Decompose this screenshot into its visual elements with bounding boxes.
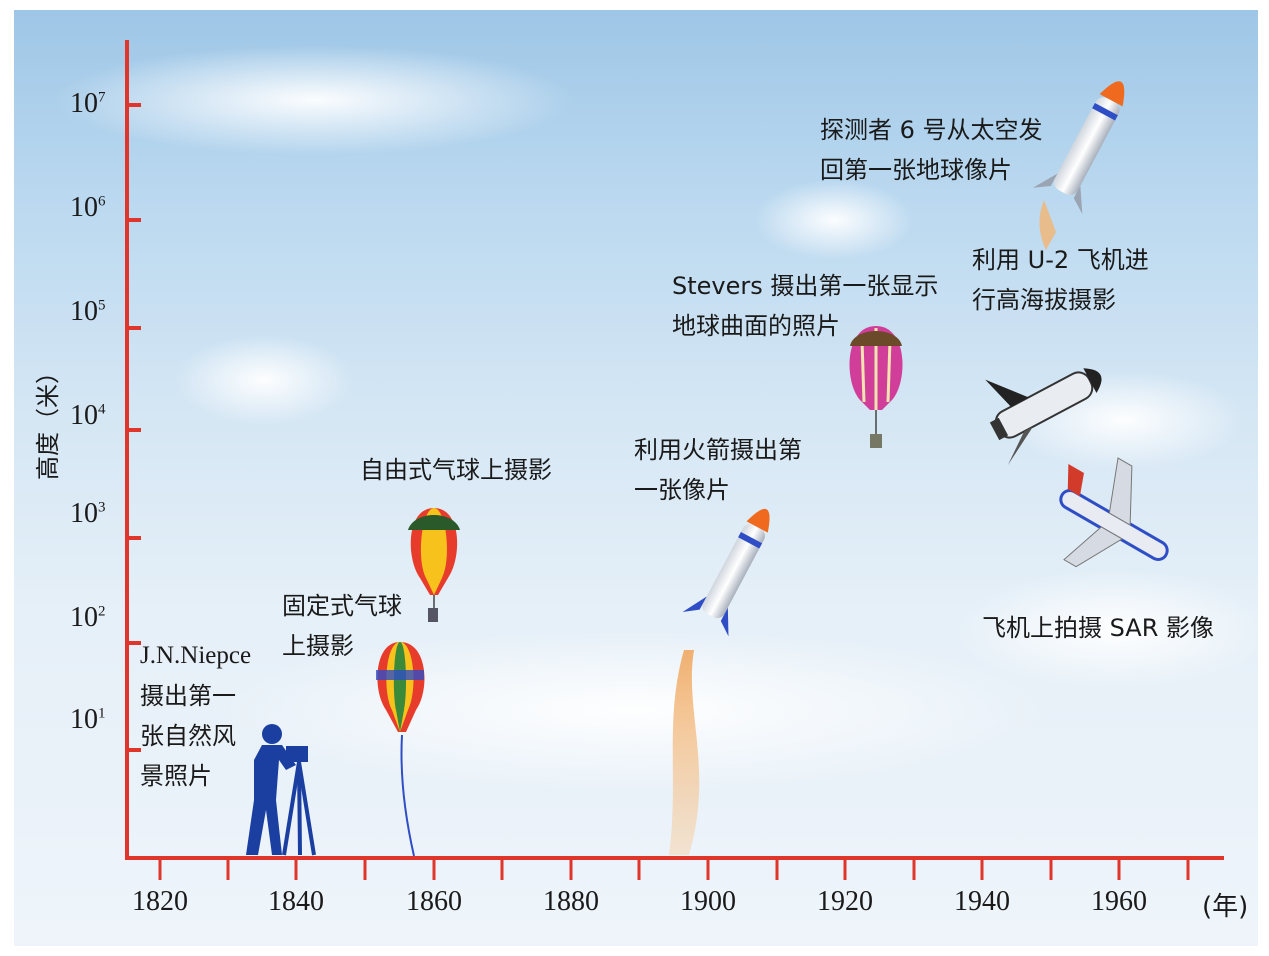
y-tick-label-10-7: 107 [70,88,106,119]
airplane-icon [1059,457,1169,568]
sar-caption: 飞机上拍摄 SAR 影像 [982,614,1215,642]
x-tick-label-1940: 1940 [954,886,1010,917]
tethered-balloon-caption: 固定式气球 上摄影 [282,592,402,660]
niepce-caption: J.N.Niepce 摄出第一 张自然风 景照片 [140,642,252,790]
y-axis-label: 高度（米） [34,360,62,480]
y-tick-label-10-5: 105 [70,296,106,327]
tethered-balloon-icon [376,642,425,857]
x-tick-label-1840: 1840 [268,886,324,917]
space-rocket-icon [1032,81,1125,250]
y-tick-label-10-1: 101 [70,704,106,735]
x-tick-marks [158,858,1190,880]
photographer-icon [246,724,316,856]
y-tick-label-10-6: 106 [70,192,106,223]
stevens-caption: Stevers 摄出第一张显示 地球曲面的照片 [672,272,939,340]
x-tick-label-1820: 1820 [132,886,188,917]
u2-caption: 利用 U-2 飞机进 行高海拔摄影 [972,246,1149,314]
y-tick-label-10-4: 104 [70,400,106,431]
timeline-diagram: 高度（米） 107 106 105 104 103 102 101 1820 1… [14,10,1258,946]
x-tick-label-1860: 1860 [406,886,462,917]
rocket-icon [669,509,770,855]
x-axis-unit: (年) [1202,892,1249,922]
x-tick-label-1900: 1900 [680,886,736,917]
x-tick-label-1880: 1880 [543,886,599,917]
y-tick-label-10-2: 102 [70,602,106,633]
free-balloon-caption: 自由式气球上摄影 [360,456,552,484]
x-tick-label-1920: 1920 [817,886,873,917]
x-tick-label-1960: 1960 [1091,886,1147,917]
axes [125,40,1224,880]
y-tick-label-10-3: 103 [70,498,106,529]
diagram-canvas [54,40,1258,880]
y-tick-marks [125,103,141,752]
explorer6-caption: 探测者 6 号从太空发 回第一张地球像片 [820,116,1043,184]
free-balloon-icon [408,508,460,622]
rocket-caption: 利用火箭摄出第 一张像片 [634,436,802,504]
stevens-balloon-icon [849,326,903,448]
